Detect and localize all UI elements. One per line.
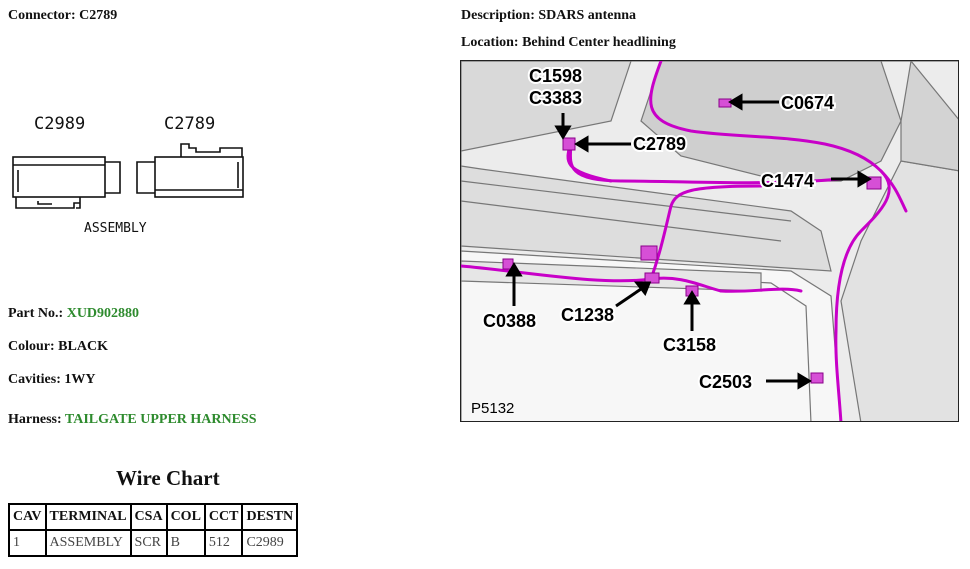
header-destn: DESTN — [241, 503, 299, 531]
callout-c2503: C2503 — [699, 372, 752, 392]
cell-col: B — [165, 529, 206, 557]
colour-line: Colour: BLACK — [8, 339, 108, 355]
vehicle-roof-diagram: C1598 C3383 C0674 C2789 C1474 C0388 C123… — [461, 61, 958, 421]
cell-cav: 1 — [8, 529, 47, 557]
callout-c0388: C0388 — [483, 311, 536, 331]
description-value: SDARS antenna — [538, 8, 637, 23]
harness-line: Harness: TAILGATE UPPER HARNESS — [8, 412, 257, 428]
harness-link[interactable]: TAILGATE UPPER HARNESS — [64, 412, 257, 427]
header-terminal: TERMINAL — [44, 503, 132, 531]
description-line: Description: SDARS antenna — [461, 8, 636, 24]
location-value: Behind Center headlining — [522, 35, 676, 50]
connector-line: Connector: C2789 — [8, 8, 117, 24]
table-row: 1 ASSEMBLY SCR B 512 C2989 — [8, 529, 299, 557]
callout-c1598: C1598 — [529, 66, 582, 86]
callout-c3158: C3158 — [663, 335, 716, 355]
header-cav: CAV — [8, 503, 47, 531]
wire-chart-table: CAV TERMINAL CSA COL CCT DESTN 1 ASSEMBL… — [8, 503, 299, 557]
cell-cct: 512 — [203, 529, 244, 557]
location-line: Location: Behind Center headlining — [461, 35, 676, 51]
part-no-link[interactable]: XUD902880 — [66, 306, 140, 321]
harness-label: Harness: — [8, 412, 62, 427]
header-cct: CCT — [203, 503, 244, 531]
drawing-left-label: C2989 — [34, 114, 85, 134]
cell-csa: SCR — [129, 529, 168, 557]
header-csa: CSA — [129, 503, 168, 531]
cell-destn: C2989 — [241, 529, 299, 557]
description-label: Description: — [461, 8, 535, 23]
wire-chart-title: Wire Chart — [116, 466, 220, 490]
left-connector-body — [12, 156, 106, 198]
cavities-value: 1WY — [64, 372, 96, 387]
cell-terminal: ASSEMBLY — [44, 529, 132, 557]
callout-c2789: C2789 — [633, 134, 686, 154]
part-no-label: Part No.: — [8, 306, 64, 321]
cavities-line: Cavities: 1WY — [8, 372, 96, 388]
callout-c1238: C1238 — [561, 305, 614, 325]
connector-value: C2789 — [79, 8, 118, 23]
colour-label: Colour: — [8, 339, 55, 354]
connector-label: Connector: — [8, 8, 76, 23]
callout-c1474: C1474 — [761, 171, 814, 191]
drawing-caption: ASSEMBLY — [84, 221, 147, 236]
right-connector-body — [154, 156, 244, 198]
callout-c0674: C0674 — [781, 93, 834, 113]
callout-c3383: C3383 — [529, 88, 582, 108]
harness-route — [461, 61, 908, 421]
location-label: Location: — [461, 35, 519, 50]
wire-chart-header-row: CAV TERMINAL CSA COL CCT DESTN — [8, 503, 299, 531]
illustration-id: P5132 — [471, 400, 514, 417]
location-illustration: C1598 C3383 C0674 C2789 C1474 C0388 C123… — [460, 60, 959, 422]
header-col: COL — [165, 503, 206, 531]
connector-assembly-drawing: C2989 C2789 ASSEMBLY — [12, 114, 244, 236]
colour-value: BLACK — [58, 339, 108, 354]
cavities-label: Cavities: — [8, 372, 61, 387]
drawing-right-label: C2789 — [164, 114, 215, 134]
part-no-line: Part No.: XUD902880 — [8, 306, 139, 322]
